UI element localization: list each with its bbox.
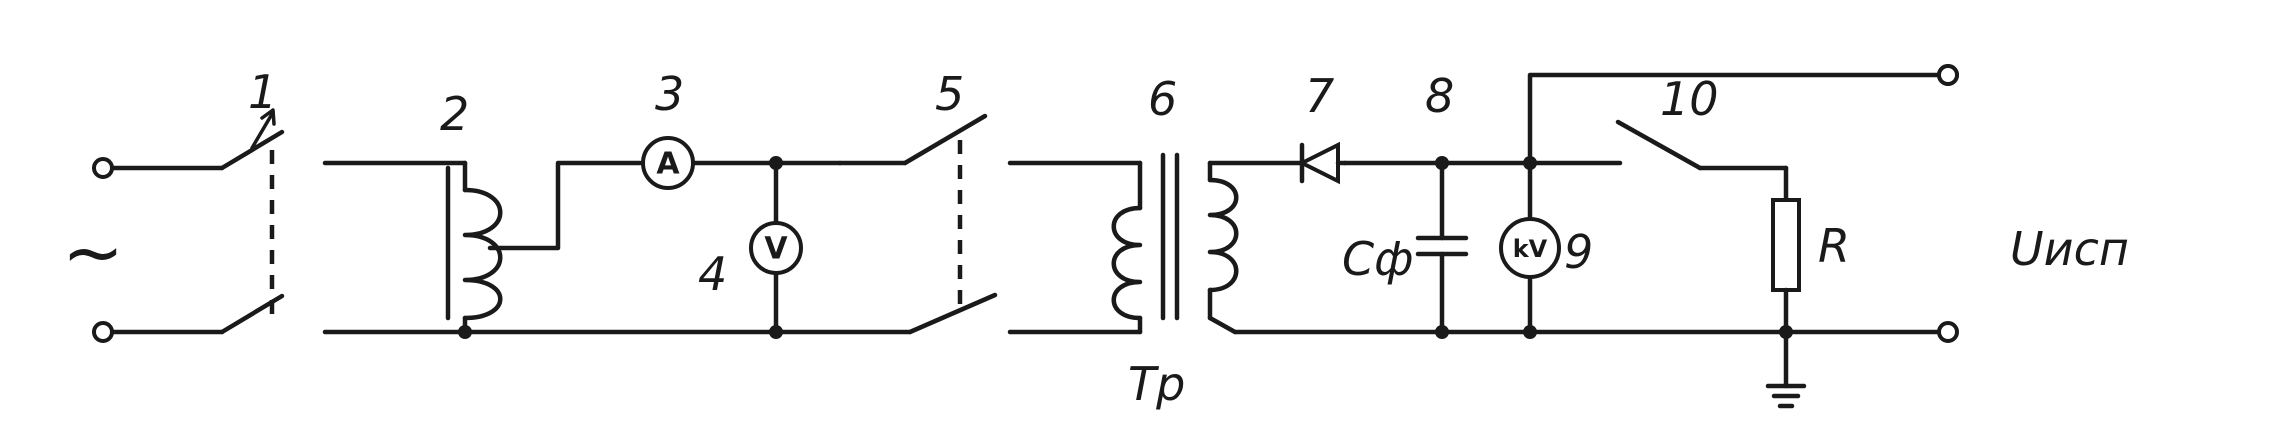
resistor-label: R [1818,219,1850,273]
output-terminal-bottom [1937,321,1959,343]
ammeter-3: A [641,136,695,190]
label-1: 1 [248,65,277,119]
label-9: 9 [1564,225,1593,279]
output-terminal-top [1937,64,1959,86]
label-3: 3 [655,67,684,121]
input-terminals [92,157,225,343]
voltmeter-4: V [749,156,803,339]
label-2: 2 [440,87,469,141]
label-5: 5 [935,67,964,121]
voltmeter-label: V [764,232,788,267]
kilovoltmeter-label: kV [1513,235,1548,263]
ground-symbol [1765,329,1807,409]
autotransformer-2 [322,160,779,339]
resistor-r [1771,198,1801,339]
diode-7 [1207,141,1623,185]
label-10: 10 [1660,72,1719,126]
kilovoltmeter-9: kV [1499,156,1561,339]
label-8: 8 [1425,69,1454,123]
switch-10 [1615,119,1789,203]
ammeter-label: A [656,147,680,182]
capacitor-8 [1415,156,1469,339]
output-voltage-label: Uисп [2010,222,2129,276]
label-4: 4 [698,247,727,301]
switch-5 [773,113,998,335]
switch-1 [219,108,285,335]
label-7: 7 [1305,69,1334,123]
ac-symbol: ~ [62,210,124,296]
capacitor-label: Cф [1342,232,1413,286]
label-6: 6 [1148,72,1177,126]
transformer-6 [1007,152,1239,335]
output-top-line [1527,64,1959,166]
transformer-label: Tp [1128,357,1185,411]
